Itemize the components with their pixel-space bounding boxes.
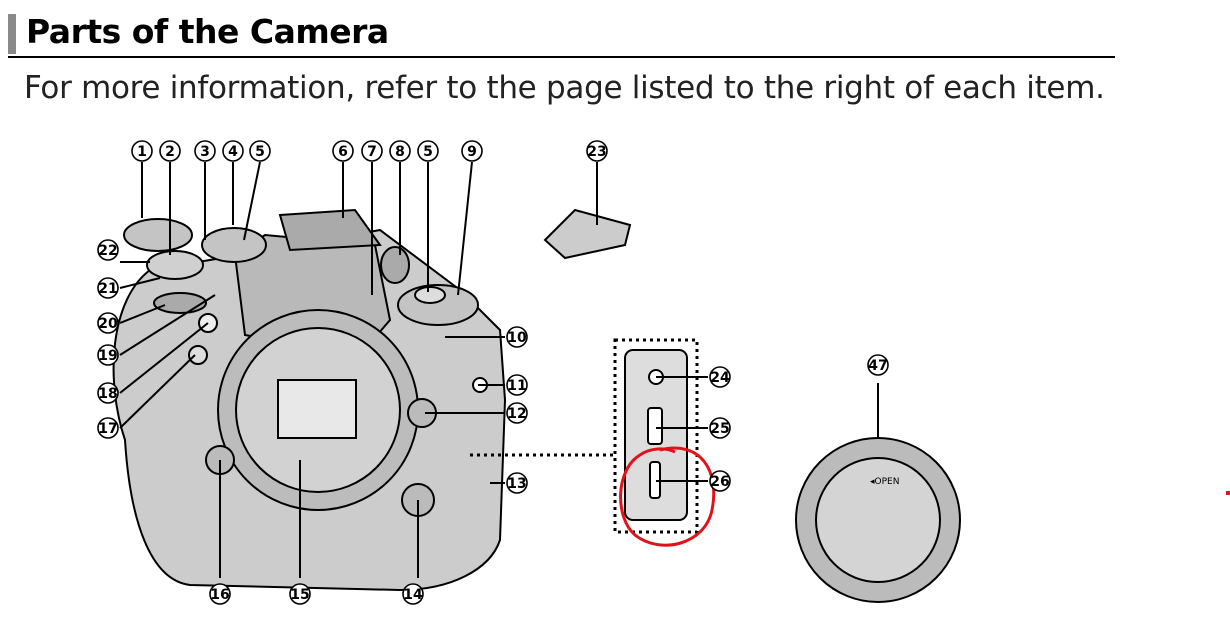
title-divider	[8, 56, 1115, 58]
callout-24: 24	[710, 370, 730, 386]
callout-7: 7	[367, 144, 377, 160]
callout-15: 15	[290, 587, 309, 603]
body-cap-inner	[815, 457, 941, 583]
shutter-button	[414, 286, 446, 304]
connector-outline	[613, 338, 699, 534]
callout-11: 11	[507, 378, 526, 394]
callout-19: 19	[98, 348, 117, 364]
hot-shoe	[278, 208, 382, 252]
callout-17: 17	[98, 421, 117, 437]
dof-button	[188, 345, 208, 365]
callout-25: 25	[710, 421, 729, 437]
hot-shoe-cover	[543, 208, 632, 260]
callout-47: 47	[868, 358, 887, 374]
callout-13: 13	[507, 476, 526, 492]
callout-5b: 5	[423, 144, 433, 160]
callout-5: 5	[255, 144, 265, 160]
callout-8: 8	[395, 144, 405, 160]
front-dial-1	[123, 218, 193, 252]
callout-10: 10	[507, 330, 527, 346]
dial-8	[380, 246, 410, 284]
title-accent-bar	[8, 14, 16, 54]
callout-14: 14	[403, 587, 423, 603]
callout-9: 9	[467, 144, 477, 160]
command-dial-20	[153, 292, 207, 314]
callout-6: 6	[338, 144, 348, 160]
callout-3: 3	[200, 144, 210, 160]
callout-18: 18	[98, 386, 117, 402]
body-cap-label: ◂OPEN	[870, 477, 899, 487]
callout-2: 2	[165, 144, 175, 160]
callout-21: 21	[98, 281, 117, 297]
callout-1: 1	[137, 144, 147, 160]
page-title: Parts of the Camera	[26, 12, 389, 51]
red-mark	[1226, 491, 1230, 495]
callout-22: 22	[98, 243, 117, 259]
dial-4	[201, 227, 267, 263]
callout-20: 20	[98, 316, 118, 332]
hdmi-port	[647, 407, 663, 445]
callout-4: 4	[228, 144, 238, 160]
callout-16: 16	[210, 587, 229, 603]
page-subtitle: For more information, refer to the page …	[24, 70, 1105, 106]
callout-23: 23	[587, 144, 606, 160]
sensor	[277, 379, 357, 439]
callout-26: 26	[710, 474, 729, 490]
callout-12: 12	[507, 406, 526, 422]
dial-2	[146, 250, 204, 280]
red-circle-annotation	[619, 446, 716, 547]
